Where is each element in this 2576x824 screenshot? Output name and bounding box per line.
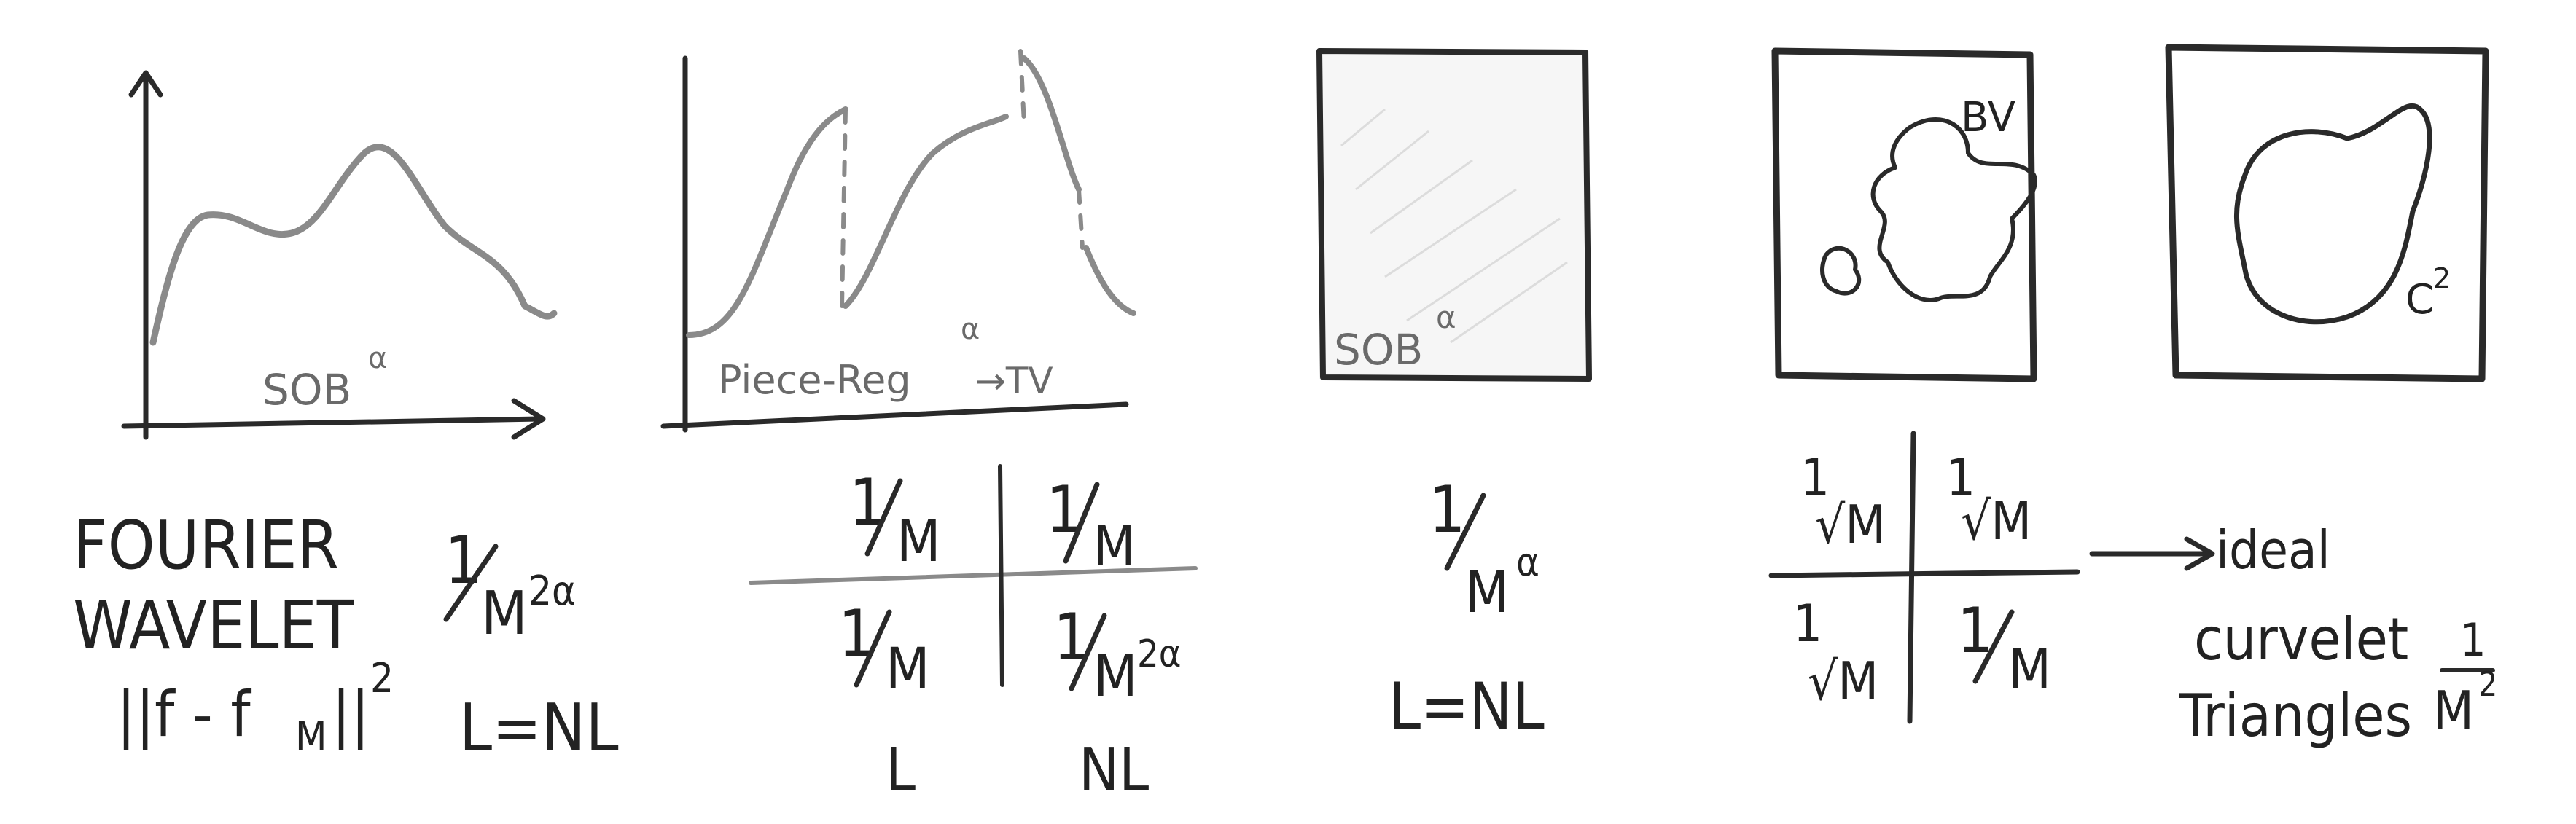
rate-1-denominator: M	[481, 579, 528, 648]
grid-2-br-den: M	[1093, 644, 1138, 710]
panel-3-sobolev-box: SOB α	[1316, 48, 1592, 382]
panel-4-frame	[1771, 47, 2037, 382]
panel-2-label: Piece-Reg	[718, 357, 911, 403]
panel-3-rate-num: 1	[1429, 472, 1465, 547]
curvelet-label: curvelet	[2194, 605, 2408, 673]
rate-1-exponent: 2α	[528, 568, 576, 615]
grid-2-bl-slash	[854, 609, 892, 688]
grid-4-rate-num: 1	[2460, 613, 2486, 667]
panel-1-label: SOB	[262, 365, 351, 415]
grid-4-horizontal-rule	[1768, 569, 2080, 578]
grid-2-tr-slash	[1063, 482, 1100, 564]
grid-4-vertical-rule	[1907, 431, 1916, 724]
panel-2-x-axis	[660, 401, 1129, 429]
grid-4-bl-den: √M	[1808, 651, 1878, 712]
grid-4-br-slash	[1972, 609, 2015, 684]
grid-4-rates: 1 √M 1 √M 1 √M 1 M ideal curvelet Triang…	[1768, 431, 2497, 750]
panel-5-smooth-blob	[2233, 103, 2432, 325]
panel-3-label: SOB	[1334, 325, 1423, 374]
panel-3-rate-den: M	[1465, 560, 1510, 626]
grid-4-rate-exp: 2	[2478, 664, 2497, 704]
panel-2-curve-segment-3	[1021, 55, 1082, 192]
grid-2-tl-den: M	[897, 509, 941, 575]
grid-2-tr-den: M	[1093, 515, 1135, 578]
grid-2-vertical-rule	[998, 464, 1004, 687]
grid-4-rate-den: M	[2433, 680, 2474, 741]
panel-3-frame	[1316, 48, 1592, 382]
panel-2-label-exponent: α	[961, 313, 980, 346]
panel-2-label-tv: →TV	[975, 360, 1053, 402]
panel-4-bv-blob	[1870, 117, 2037, 302]
panel-2-discontinuity-2	[1018, 49, 1026, 126]
grid-2-tl-slash	[864, 478, 903, 557]
panel-3-rate-exp: α	[1516, 539, 1539, 585]
grid-2-br-exp: 2α	[1137, 632, 1182, 676]
panel-2-piecewise-plot: Piece-Reg α →TV	[660, 49, 1136, 433]
error-norm-text: ||f - f	[117, 678, 251, 751]
panel-1-x-arrowhead	[511, 398, 546, 440]
panel-3-hatching	[1340, 108, 1568, 344]
panel-3-rate-slash	[1444, 493, 1486, 571]
panel-2-discontinuity-3	[1077, 187, 1085, 250]
grid-4-br-den: M	[2008, 637, 2051, 702]
panel-4-label: BV	[1961, 94, 2015, 141]
ideal-label: ideal	[2216, 519, 2330, 581]
rate-1-numerator: 1	[445, 522, 483, 599]
fourier-label: FOURIER	[73, 506, 339, 584]
panel-1-x-axis	[121, 416, 542, 429]
panel-4-small-blob	[1820, 246, 1862, 296]
grid-4-bl-num: 1	[1793, 594, 1822, 654]
grid-2-bl-den: M	[886, 637, 930, 702]
grid-2-rates: 1 M 1 M 1 M 1 M 2α L NL	[749, 464, 1198, 805]
grid-4-tl-den: √M	[1815, 494, 1886, 555]
panel-3-label-exponent: α	[1436, 299, 1456, 335]
panel-3-rate: 1 M α L=NL	[1389, 472, 1545, 744]
error-norm-subscript: M	[295, 713, 327, 761]
grid-2-br-slash	[1069, 613, 1107, 691]
wavelet-label: WAVELET	[73, 586, 354, 664]
grid-2-col-nonlinear: NL	[1079, 736, 1149, 805]
arrow-head	[2184, 536, 2215, 571]
panel-5-c2-box: C 2	[2165, 44, 2489, 382]
panel-2-curve-segment-4	[1083, 245, 1136, 316]
panel-1-y-arrowhead	[128, 70, 163, 98]
panel-2-curve-segment-2	[843, 114, 1009, 309]
triangles-label: Triangles	[2179, 682, 2412, 750]
panel-3-shading	[1319, 51, 1589, 379]
grid-4-tr-den: √M	[1961, 490, 2031, 552]
panel-1-smooth-plot: SOB α	[121, 70, 558, 440]
panel-4-bv-box: BV	[1771, 47, 2037, 382]
error-norm-square: 2	[370, 655, 394, 702]
grid-2-horizontal-rule	[749, 566, 1198, 585]
panel-3-linearity: L=NL	[1389, 669, 1545, 744]
panel-1-label-exponent: α	[368, 342, 387, 375]
rate-1-linearity: L=NL	[459, 690, 619, 766]
error-norm-close: ||	[332, 678, 370, 751]
panel-5-label-exponent: 2	[2433, 262, 2451, 294]
panel-2-curve-segment-1	[686, 106, 848, 338]
panel-2-discontinuity-1	[840, 107, 848, 308]
panel-1-smooth-curve	[149, 144, 558, 346]
rate-1-slash	[443, 544, 499, 622]
panel-5-label: C	[2405, 276, 2434, 323]
panel-5-frame	[2165, 44, 2489, 382]
left-notes: FOURIER WAVELET ||f - f M || 2 1 M 2α L=…	[73, 506, 619, 766]
grid-2-col-linear: L	[886, 736, 916, 805]
grid-4-tl-num: 1	[1800, 448, 1830, 508]
grid-4-tr-num: 1	[1946, 448, 1975, 508]
